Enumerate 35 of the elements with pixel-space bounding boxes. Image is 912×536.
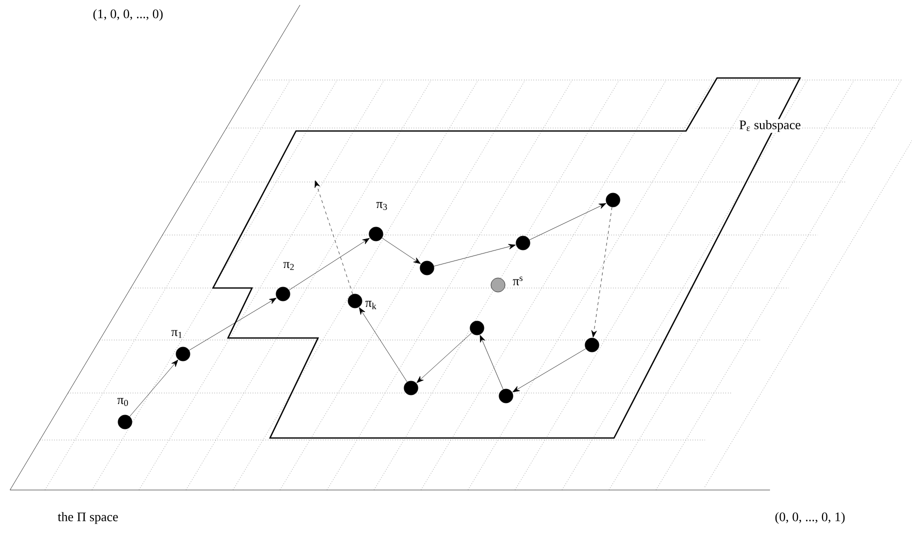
arrow bbox=[591, 206, 612, 338]
point-dot bbox=[606, 192, 620, 208]
point-label: π$_{0}$ bbox=[117, 398, 128, 406]
arrow bbox=[288, 238, 370, 290]
point-dot bbox=[348, 294, 362, 308]
point-label: π$^{s}$ bbox=[512, 276, 522, 286]
arrow bbox=[314, 180, 353, 294]
point-label: π$_{1}$ bbox=[171, 330, 182, 338]
point-label: π$_{k}$ bbox=[365, 300, 376, 310]
point-dot bbox=[490, 278, 506, 292]
arrow bbox=[129, 360, 178, 417]
point-dot bbox=[516, 236, 530, 250]
arrow bbox=[416, 332, 472, 383]
point-dot bbox=[470, 320, 484, 336]
point-dot bbox=[176, 346, 190, 362]
point-label: π$_{3}$ bbox=[376, 202, 387, 210]
point-dot bbox=[118, 414, 132, 430]
point-dot bbox=[368, 226, 384, 242]
point-dot bbox=[498, 388, 514, 404]
point-dot bbox=[420, 260, 434, 276]
axis-label: the Π space bbox=[56, 511, 120, 525]
arrow bbox=[359, 307, 408, 382]
point-dot bbox=[584, 338, 600, 352]
arrow bbox=[434, 244, 516, 266]
arrow bbox=[529, 203, 606, 240]
arrow bbox=[382, 238, 421, 264]
point-dot bbox=[404, 380, 418, 396]
arrow bbox=[512, 348, 586, 392]
point-dot bbox=[276, 286, 290, 302]
arrow bbox=[480, 334, 504, 390]
arrow bbox=[188, 298, 277, 350]
point-label: π$_{2}$ bbox=[283, 262, 294, 270]
axis-label: (1, 0, 0, ..., 0) bbox=[92, 8, 164, 22]
axis-label: P$_{ε}$ subspace bbox=[738, 119, 802, 133]
axis-label: (0, 0, ..., 0, 1) bbox=[774, 511, 846, 525]
